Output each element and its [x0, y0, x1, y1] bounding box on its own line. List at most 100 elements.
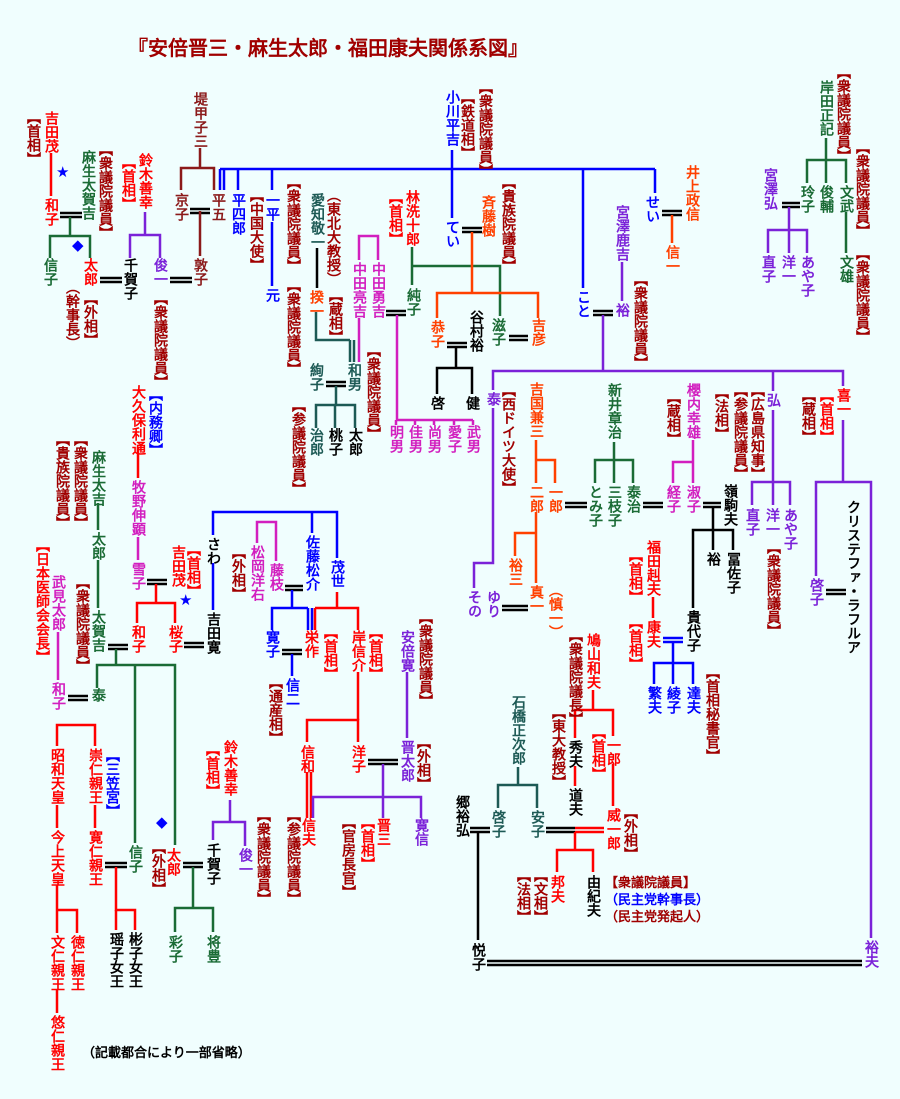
person-name: てい: [444, 220, 460, 248]
office-label: 【首相】: [204, 742, 220, 798]
person-name: 威一郎: [605, 808, 621, 850]
person-name: 愛知敬一: [309, 193, 325, 249]
person-name: 麻生太賀吉: [80, 150, 96, 220]
lineage-line: [305, 718, 360, 742]
office-label: 【衆議院議長】: [567, 628, 583, 726]
person-name: 斉藤樹: [480, 195, 496, 237]
office-label: 【鉄道相】: [459, 90, 475, 160]
lineage-line: [114, 867, 137, 930]
person-name: 俊一: [237, 848, 253, 876]
office-label: 【衆議院議員】: [72, 432, 88, 530]
person-name: 貴代子: [685, 610, 701, 652]
office-label: 【首相秘書官】: [704, 665, 720, 763]
office-label: 【衆議院議員】: [152, 291, 168, 389]
office-label: 【首相】: [627, 548, 643, 604]
person-name: 桜子: [167, 625, 183, 653]
person-name: 一平: [264, 193, 280, 221]
office-label: 【首相】: [627, 615, 643, 671]
person-name: 鈴木善幸: [137, 153, 153, 209]
person-name: 啓子: [808, 578, 824, 606]
person-name: 啓: [429, 396, 445, 410]
office-label: 【外相】: [622, 805, 638, 861]
office-label: 【衆議院議員】: [285, 175, 301, 273]
person-name: 俊一: [152, 258, 168, 286]
person-name: 太郎: [82, 258, 98, 286]
person-name: 滋子: [490, 318, 506, 346]
person-name: 櫻内幸雄: [685, 383, 701, 439]
person-name: 大久保利通: [130, 385, 146, 455]
person-name: 和子: [50, 682, 66, 710]
office-label: 【首相】: [387, 190, 403, 246]
office-label: 【衆議院議員】: [605, 876, 697, 891]
person-name: 平四郎: [230, 193, 246, 235]
person-name: 尚男: [426, 425, 442, 453]
person-name: 泰治: [625, 485, 641, 513]
person-name: 佳男: [407, 425, 423, 453]
office-label: 【外相】: [82, 291, 98, 347]
person-name: 泰: [90, 688, 106, 702]
person-name: 絢子: [308, 363, 324, 391]
lineage-line: [48, 234, 92, 258]
lineage-line: [513, 531, 536, 556]
person-name: 晋太郎: [399, 740, 415, 782]
person-name: 栄作: [303, 630, 319, 658]
lineage-line: [135, 601, 177, 623]
person-name: 敦子: [192, 258, 208, 286]
office-label: 【内務卿】: [147, 387, 163, 457]
person-name: 淑子: [685, 485, 701, 513]
star-icon: ★: [179, 591, 193, 609]
office-label: 【三笠宮】: [104, 748, 120, 818]
person-name: 宮澤弘: [762, 168, 778, 210]
person-name: 文仁親王: [49, 935, 65, 991]
person-name: 寛子: [264, 630, 280, 658]
person-name: 直子: [744, 508, 760, 536]
diagram-title: 『安倍晋三・麻生太郎・福田康夫関係系図』: [128, 36, 528, 60]
person-name: 松岡洋右: [249, 545, 265, 601]
person-name: 郷裕弘: [454, 795, 470, 837]
lineage-line: [255, 520, 278, 561]
lineage-line: [496, 783, 539, 808]
person-name: とみ子: [587, 485, 603, 527]
person-name: 将豊: [205, 935, 221, 963]
person-name: 信子: [127, 845, 143, 873]
person-name: その: [466, 590, 482, 618]
person-name: 恭子: [429, 320, 445, 348]
person-name: 千賀子: [205, 843, 221, 885]
office-label: 【参議院議員】: [290, 398, 306, 496]
office-label: 【首相】: [590, 725, 606, 781]
person-name: 寛信: [413, 818, 429, 846]
office-label: 【外相】: [150, 840, 166, 896]
person-name: 啓子: [490, 810, 506, 838]
lineage-line: [435, 291, 540, 318]
office-label: 【衆議院議員】: [285, 278, 301, 376]
person-name: 中田亮吉: [351, 262, 367, 318]
lineage-line: [315, 606, 360, 630]
person-name: 吉田茂: [43, 111, 59, 153]
lineage-line: [573, 708, 615, 738]
person-name: 経子: [665, 485, 681, 513]
person-name: 福田赳夫: [645, 540, 661, 596]
diamond-icon: ◆: [156, 813, 168, 831]
person-name: 明男: [388, 425, 404, 453]
person-name: 真一: [528, 585, 544, 613]
diamond-icon: ◆: [72, 236, 84, 254]
office-label: 【法相】: [515, 868, 531, 924]
person-name: 冨佐子: [725, 552, 741, 594]
person-name: 谷村裕: [468, 310, 484, 352]
person-name: クリステファ・ラフルア: [845, 500, 861, 654]
lineage-line: [491, 369, 845, 390]
person-name: 信和: [299, 745, 315, 773]
office-label: 【衆議院議員】: [765, 540, 781, 638]
person-name: 俊輔: [818, 185, 834, 213]
person-name: 林洗十郎: [404, 190, 420, 246]
office-label: （東北大教授）: [325, 188, 341, 286]
office-label: 【衆議院議員】: [835, 65, 851, 163]
office-label: （慎一）: [547, 583, 563, 639]
lineage-line: [211, 510, 339, 558]
office-label: 【西ドイツ大使】: [500, 383, 516, 495]
office-label: 【衆議院議員】: [74, 575, 90, 673]
person-name: 邦夫: [549, 875, 565, 903]
person-name: 吉田茂: [170, 545, 186, 587]
person-name: 三枝子: [606, 485, 622, 527]
person-name: 千賀子: [122, 258, 138, 300]
